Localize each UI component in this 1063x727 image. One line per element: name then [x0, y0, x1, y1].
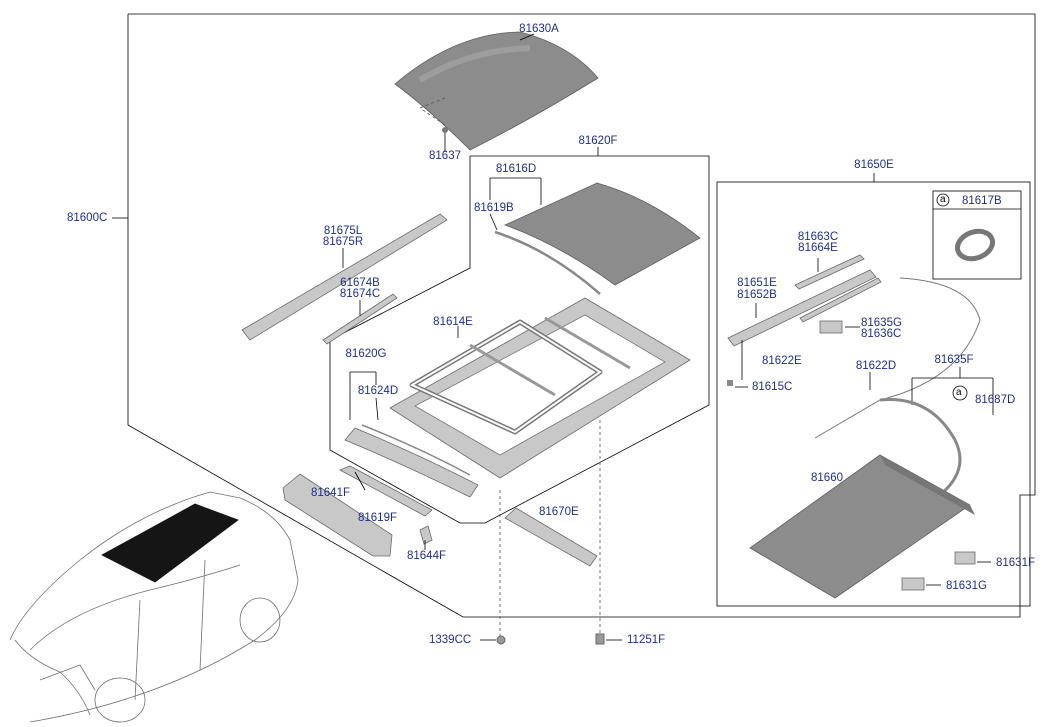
bolt-1339CC — [496, 635, 506, 645]
clip-81631G — [901, 577, 925, 591]
ring-81617B — [955, 228, 995, 262]
cable-81622D — [814, 277, 981, 439]
motor-81635G — [819, 320, 843, 334]
sunroof-frame-81614E — [389, 297, 691, 479]
label-81644F: 81644F — [407, 550, 447, 562]
label-11251F: 11251F — [627, 634, 666, 646]
label-81619F: 81619F — [358, 512, 398, 524]
bracket-81641F — [282, 473, 393, 557]
clip-81644F — [419, 525, 433, 545]
label-81675L: 81675L — [323, 225, 363, 237]
clip-81631F — [954, 551, 976, 565]
ref-a-box-letter: a — [940, 194, 946, 205]
label-81636C: 81636C — [861, 328, 902, 340]
label-81622E: 81622E — [762, 355, 802, 367]
label-81650E: 81650E — [854, 159, 894, 171]
label-81619B: 81619B — [474, 202, 514, 214]
label-81663C: 81663C — [797, 231, 839, 243]
seal-81619B — [494, 230, 601, 295]
label-1339CC: 1339CC — [429, 634, 472, 646]
label-81630A: 81630A — [519, 23, 559, 35]
label-81600C: 81600C — [67, 212, 108, 224]
car-glass-roof — [101, 503, 239, 583]
screw-11251F — [595, 633, 605, 645]
deflector-81624D — [344, 427, 479, 498]
label-81624D: 81624D — [357, 385, 399, 397]
strip-81674C — [322, 293, 398, 345]
label-81615C: 81615C — [752, 381, 793, 393]
ref-a-callout-letter: a — [956, 387, 962, 398]
label-81617B: 81617B — [962, 195, 1002, 207]
rail-81663C — [794, 254, 865, 290]
panel-81619F — [339, 465, 433, 517]
label-81631G: 81631G — [946, 580, 987, 592]
label-81660: 81660 — [811, 472, 843, 484]
ref-a-callout-circle — [952, 385, 968, 401]
sunroof-glass-81616D — [503, 182, 701, 286]
car-illustration — [9, 491, 299, 723]
label-81652B: 81652B — [737, 289, 777, 301]
label-81622D: 81622D — [855, 360, 897, 372]
label-81664E: 81664E — [798, 242, 838, 254]
rail-81651E — [727, 269, 877, 347]
clip-81637 — [442, 127, 448, 133]
label-81614E: 81614E — [433, 316, 473, 328]
label-81620G: 81620G — [345, 348, 387, 360]
roof-glass-panel-81630A — [394, 31, 599, 151]
clip-81615C — [727, 380, 733, 386]
ref-a-detail-box — [932, 190, 1022, 280]
roof-rail-81675 — [241, 213, 448, 341]
rail-81622E — [799, 277, 882, 323]
label-81670E: 81670E — [539, 506, 579, 518]
label-81641F: 81641F — [311, 487, 351, 499]
sunshade-81660 — [749, 454, 971, 599]
label-81620F: 81620F — [578, 135, 618, 147]
label-61674B: 61674B — [340, 277, 380, 289]
label-81631F: 81631F — [996, 557, 1036, 569]
label-81616D: 81616D — [495, 163, 537, 175]
label-81635G: 81635G — [861, 317, 902, 329]
assembly-outline — [127, 13, 1036, 618]
label-81687D: 81687D — [975, 394, 1016, 406]
label-81637: 81637 — [429, 150, 461, 162]
trim-81670E — [504, 507, 598, 567]
label-81674C: 81674C — [339, 288, 381, 300]
glass-assembly-outline — [329, 155, 710, 524]
label-81635F: 81635F — [934, 354, 974, 366]
label-81675R: 81675R — [322, 236, 364, 248]
label-81651E: 81651E — [737, 277, 777, 289]
mechanism-assembly-outline — [716, 181, 1031, 607]
